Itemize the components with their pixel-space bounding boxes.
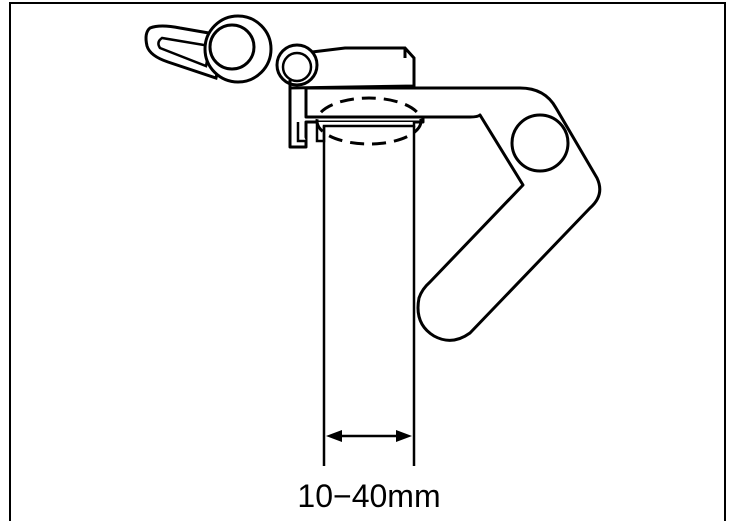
clamped-material [322,126,416,466]
clamp-jaw [296,122,416,143]
arm-roller [510,113,570,173]
cam-knob [203,14,273,84]
diagram-border [9,2,726,521]
dimension-arrow [326,430,412,442]
contact-area-highlight [315,96,423,146]
dimension-label: 10−40mm [297,478,440,514]
pivot-knob [275,43,319,87]
